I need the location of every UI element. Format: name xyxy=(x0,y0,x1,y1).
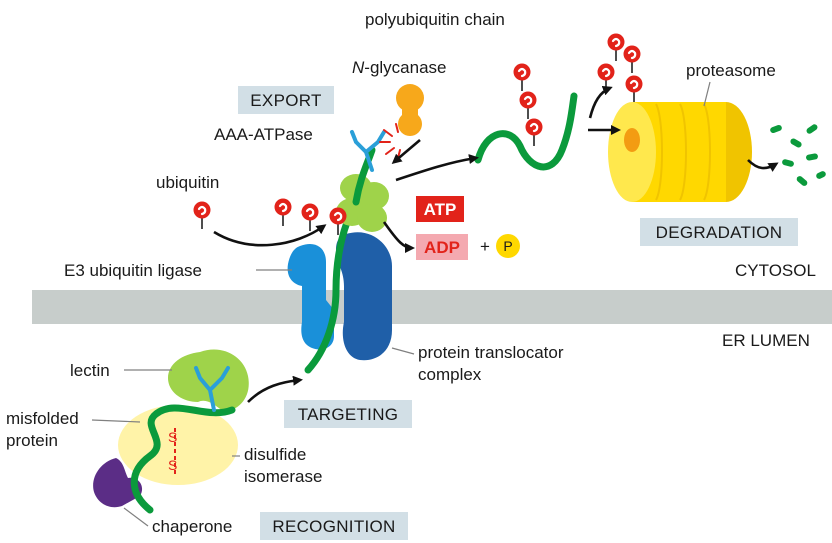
stage-targeting-label: TARGETING xyxy=(298,405,399,424)
targeting-arrow xyxy=(247,375,303,403)
released-ubiquitin-1-icon xyxy=(606,32,626,63)
chaperone-shape xyxy=(93,458,143,508)
label-cytosol: CYTOSOL xyxy=(735,261,816,280)
disulfide-s-top: S xyxy=(168,429,177,445)
label-lectin: lectin xyxy=(70,361,110,380)
adp-label: ADP xyxy=(424,238,460,257)
released-ubiquitin-3-icon xyxy=(596,62,616,93)
phosphate-label: P xyxy=(503,238,512,254)
phosphate-badge: P xyxy=(496,234,520,258)
cleavage-burst-icon xyxy=(379,123,401,159)
e3-ubiquitin-ligase-shape xyxy=(287,243,334,350)
ubiquitin-chain-1-icon xyxy=(273,197,293,228)
misfolded-protein-chain xyxy=(130,404,236,514)
disulfide-s-bottom: S xyxy=(168,457,177,473)
label-polyubiquitin-chain: polyubiquitin chain xyxy=(365,10,505,29)
ubiquitin-chain-2-icon xyxy=(300,202,320,233)
cytosolic-protein-chain xyxy=(352,146,376,206)
label-misfolded-protein-1: misfolded xyxy=(6,409,79,428)
adp-badge: ADP xyxy=(416,234,468,260)
plus-sign: + xyxy=(480,237,490,256)
n-glycanase-shape xyxy=(396,84,424,136)
label-disulfide-isomerase-2: isomerase xyxy=(244,467,322,486)
ubiquitin-addition-arrow xyxy=(213,224,327,247)
label-protein-translocator-1: protein translocator xyxy=(418,343,564,362)
ubiquitin-release-arrow xyxy=(588,85,613,119)
released-ubiquitin-4-icon xyxy=(624,74,644,105)
stage-targeting: TARGETING xyxy=(284,400,412,428)
polyubiquitin-2-icon xyxy=(518,90,538,121)
degradation-arrow xyxy=(747,159,779,172)
label-aaa-atpase: AAA-ATPase xyxy=(214,125,313,144)
label-n-glycanase: N-glycanase xyxy=(352,58,447,77)
label-ubiquitin: ubiquitin xyxy=(156,173,219,192)
stage-recognition-label: RECOGNITION xyxy=(272,517,395,536)
atp-badge: ATP xyxy=(416,196,464,222)
polyubiquitin-3-icon xyxy=(524,117,544,148)
label-proteasome: proteasome xyxy=(686,61,776,80)
peptide-fragments-icon xyxy=(770,124,826,186)
label-er-lumen: ER LUMEN xyxy=(722,331,810,350)
atp-hydrolysis-arrow xyxy=(382,221,415,253)
released-ubiquitin-2-icon xyxy=(622,44,642,75)
polyubiquitin-1-icon xyxy=(512,62,532,93)
label-protein-translocator-2: complex xyxy=(418,365,482,384)
stage-export: EXPORT xyxy=(238,86,334,114)
glycanase-arrow xyxy=(391,139,421,164)
polyubiquitinated-protein-chain xyxy=(474,92,578,171)
label-n-glycanase-italic: N xyxy=(352,58,365,77)
label-misfolded-protein-2: protein xyxy=(6,431,58,450)
exported-glycan-icon xyxy=(350,130,386,172)
stage-degradation-label: DEGRADATION xyxy=(656,223,783,242)
glycan-icon xyxy=(194,366,230,412)
atp-label: ATP xyxy=(424,200,457,219)
label-e3-ubiquitin-ligase: E3 ubiquitin ligase xyxy=(64,261,202,280)
stage-export-label: EXPORT xyxy=(250,91,321,110)
stage-degradation: DEGRADATION xyxy=(640,218,798,246)
er-membrane xyxy=(32,290,832,324)
label-n-glycanase-rest: -glycanase xyxy=(364,58,446,77)
label-disulfide-isomerase-1: disulfide xyxy=(244,445,306,464)
disulfide-bond: S S xyxy=(168,428,177,474)
stage-recognition: RECOGNITION xyxy=(260,512,408,540)
ubiquitin-free-icon xyxy=(192,200,212,231)
label-chaperone: chaperone xyxy=(152,517,232,536)
proteasome-shape xyxy=(608,102,752,202)
export-arrow xyxy=(395,154,479,182)
lectin-shape xyxy=(168,349,249,412)
protein-translocator-complex xyxy=(336,232,392,361)
